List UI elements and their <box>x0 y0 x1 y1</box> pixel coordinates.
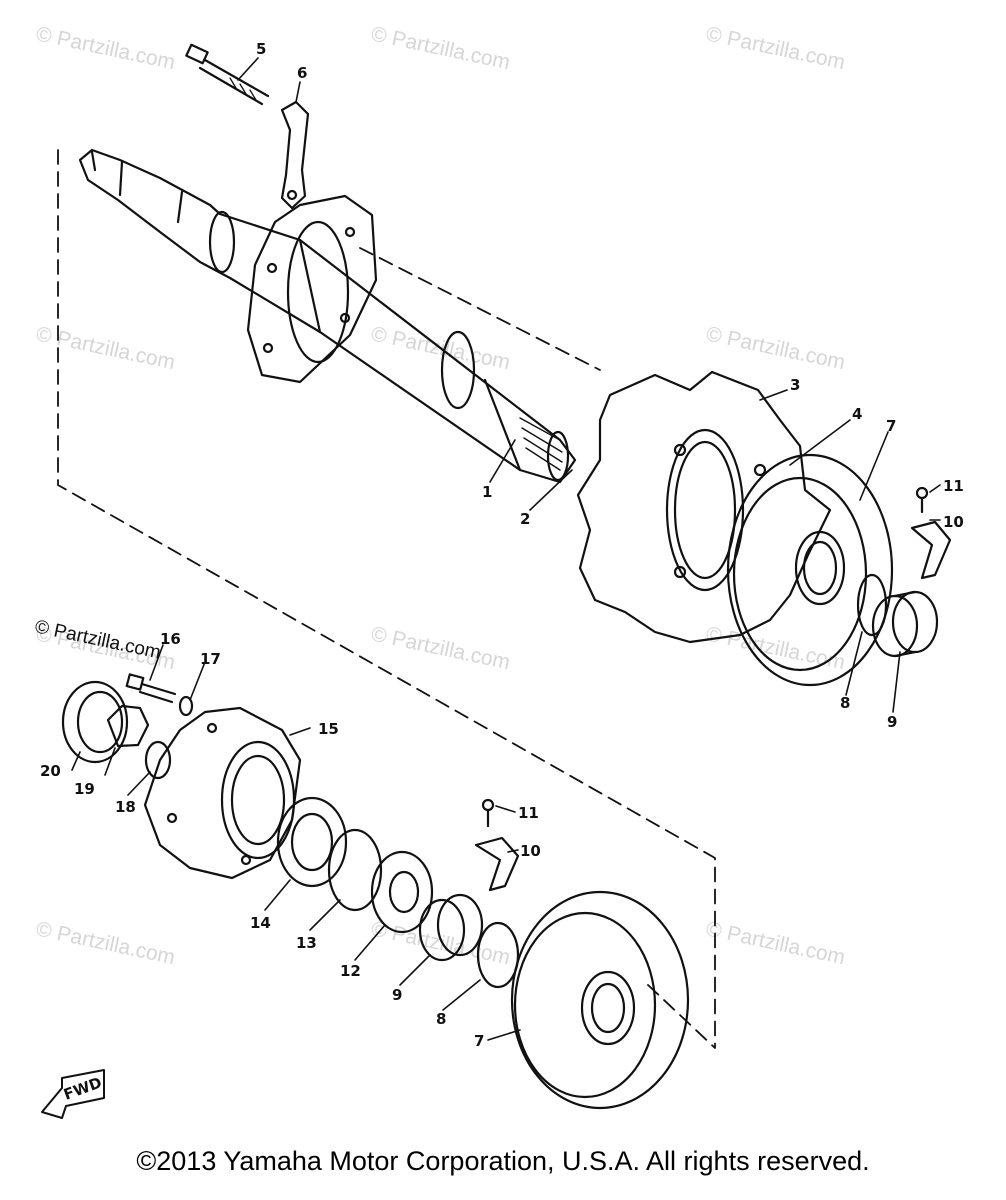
clamp-clip <box>910 520 952 580</box>
callout-10-upper: 10 <box>943 513 964 531</box>
lock-washer <box>178 695 194 717</box>
callout-11-upper: 11 <box>943 477 964 495</box>
callout-labels: 1 2 3 4 5 6 7 7 8 8 9 9 10 10 11 11 12 1… <box>40 40 964 1050</box>
callout-6: 6 <box>297 64 307 82</box>
watermark-layer: © Partzilla.com © Partzilla.com © Partzi… <box>34 22 847 969</box>
lower-collar <box>418 893 484 962</box>
leader-lines <box>71 57 941 1041</box>
callout-15: 15 <box>318 720 339 738</box>
watermark: © Partzilla.com <box>704 22 847 74</box>
drive-shaft <box>78 148 577 484</box>
collar-bushing <box>871 590 939 658</box>
assembly-outline <box>57 149 716 1049</box>
watermark: © Partzilla.com <box>704 917 847 969</box>
callout-9-upper: 9 <box>887 713 897 731</box>
callout-4: 4 <box>852 405 862 423</box>
drive-sprocket <box>576 370 832 644</box>
watermark: © Partzilla.com <box>34 322 177 374</box>
watermark: © Partzilla.com <box>369 22 512 74</box>
callout-10-lower: 10 <box>520 842 541 860</box>
callout-17: 17 <box>200 650 221 668</box>
retaining-ring <box>327 828 383 912</box>
idler-wheel-lower <box>510 890 690 1110</box>
flange-plate <box>246 194 378 384</box>
lower-clip-screw <box>481 798 495 828</box>
bolt <box>185 43 270 106</box>
nut <box>106 704 150 748</box>
retainer-bracket <box>280 100 310 210</box>
callout-11-lower: 11 <box>518 804 539 822</box>
snap-ring <box>856 573 888 637</box>
callout-5: 5 <box>256 40 266 58</box>
callout-1: 1 <box>482 483 492 501</box>
washer <box>144 740 172 780</box>
watermark: © Partzilla.com <box>704 622 847 674</box>
callout-13: 13 <box>296 934 317 952</box>
callout-2: 2 <box>520 510 530 528</box>
lower-clamp-clip <box>474 836 520 892</box>
flange-bolt <box>125 673 177 704</box>
ball-bearing <box>276 796 348 888</box>
callout-8-lower: 8 <box>436 1010 446 1028</box>
bearing-housing <box>143 706 302 880</box>
idler-wheel-upper <box>726 453 894 687</box>
callout-12: 12 <box>340 962 361 980</box>
callout-7-lower: 7 <box>474 1032 484 1050</box>
fwd-arrow-icon <box>41 1069 105 1119</box>
callout-7-upper: 7 <box>886 417 896 435</box>
callout-14: 14 <box>250 914 271 932</box>
callout-3: 3 <box>790 376 800 394</box>
watermark: © Partzilla.com <box>369 622 512 674</box>
watermark: © Partzilla.com <box>34 22 177 74</box>
watermark: © Partzilla.com <box>704 322 847 374</box>
callout-18: 18 <box>115 798 136 816</box>
lower-snap-ring <box>476 921 520 989</box>
callout-9-lower: 9 <box>392 986 402 1004</box>
watermark: © Partzilla.com <box>34 917 177 969</box>
end-cap <box>61 680 129 764</box>
callout-8-upper: 8 <box>840 694 850 712</box>
copyright-notice: ©2013 Yamaha Motor Corporation, U.S.A. A… <box>136 1146 870 1176</box>
clip-screw <box>915 486 929 514</box>
oil-seal <box>370 850 434 934</box>
callout-19: 19 <box>74 780 95 798</box>
callout-20: 20 <box>40 762 61 780</box>
callout-16: 16 <box>160 630 181 648</box>
